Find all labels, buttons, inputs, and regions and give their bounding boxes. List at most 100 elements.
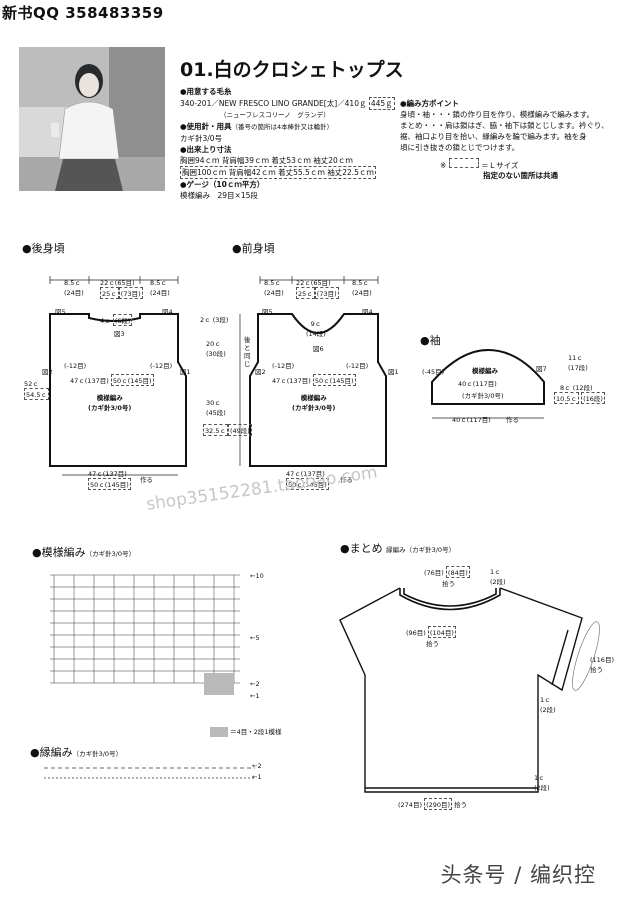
finishing-diagram	[339, 587, 600, 793]
finishing-hem-side-rows: (2段)	[534, 784, 550, 792]
front-side3-rows: (45段)	[206, 409, 226, 417]
finishing-neck-side-rows: (2段)	[490, 578, 506, 586]
stitch-chart-hook: （カギ針3/0号）	[85, 550, 136, 558]
front-pattern: 模様編み (カギ針3/0号)	[292, 392, 335, 412]
back-top-mid-l: 25ｃ	[100, 287, 119, 299]
yarn-weight-l: 445ｇ	[368, 97, 395, 110]
finishing-hem-side: 1ｃ (2段)	[534, 772, 550, 792]
back-top-mid-l-st: (73目)	[118, 287, 143, 299]
edging-row-1: ←1	[252, 773, 262, 781]
gauge-heading: ●ゲージ（10ｃｍ平方）	[180, 180, 265, 189]
finishing-neck-side-cm: 1ｃ	[490, 568, 501, 576]
sleeve-make: 作る	[506, 416, 519, 424]
back-top-right-st: (24目)	[150, 289, 170, 297]
legend-common: 指定のない箇所は共通	[483, 171, 558, 180]
page-title: 01.白のクロシェトップス	[180, 59, 404, 81]
finishing-neck-front-st: (96目)	[406, 629, 426, 637]
model-photo	[19, 47, 165, 191]
sleeve-bottom: 40ｃ(117目)	[452, 416, 491, 424]
edging-title: ●縁編み	[30, 746, 73, 759]
materials-block: ●用意する毛糸 340-201／NEW FRESCO LINO GRANDE[太…	[180, 86, 395, 201]
front-side4: 32.5ｃ(49段)	[203, 424, 252, 436]
legend-l: ※ ＝Ｌサイズ	[440, 158, 518, 171]
finishing-neck-top-st: (76目)	[424, 569, 444, 577]
front-side3: 30ｃ (45段)	[206, 397, 226, 417]
stitch-chart-heading: ●模様編み（カギ針3/0号）	[32, 544, 135, 560]
gauge-value: 模様編み 29目×15段	[180, 191, 258, 200]
front-make: 作る	[340, 476, 353, 484]
front-same-as-back: 後と同じ	[244, 336, 251, 368]
front-bottom-l: 50ｃ(145目)	[286, 478, 329, 490]
finishing-heading: ●まとめ 縁編み（カギ針3/0号）	[340, 540, 455, 556]
back-dec-left: (-12目)	[64, 362, 87, 370]
sleeve-body: 8ｃ (12段)	[560, 382, 593, 392]
back-fig1: 図1	[180, 368, 191, 376]
edging-heading: ●縁編み（カギ針3/0号）	[30, 744, 122, 760]
front-dec-right: (-12目)	[346, 362, 369, 370]
front-neck-rows: (14段)	[306, 330, 326, 338]
sleeve-fig7: 図7	[536, 365, 547, 373]
front-fig6: 図6	[313, 345, 324, 353]
finishing-cuff-side: 1ｃ(2段)	[540, 694, 556, 714]
sleeve-width: 40ｃ(117目)	[458, 380, 497, 388]
header-qq: 新书QQ 358483359	[2, 4, 164, 22]
needle-value: カギ針3/0号	[180, 134, 223, 143]
stitch-legend: ＝4目・2段1模様	[210, 726, 282, 737]
size-heading: ●出来上り寸法	[180, 145, 232, 154]
front-top-mid-l: 25ｃ	[296, 287, 315, 299]
front-side2: 20ｃ(30段)	[206, 338, 226, 358]
finishing-neck-top: (76目) (84目)拾う	[424, 566, 470, 588]
front-top-mid-st: (65目)	[310, 279, 331, 287]
finishing-hem: (274目) (290目) 拾う	[398, 798, 467, 810]
front-hook-label: (カギ針3/0号)	[292, 404, 336, 412]
stitch-row-5: ←5	[250, 634, 260, 642]
footer-credit: 头条号 / 编织控	[440, 863, 596, 887]
front-side2-rows: (30段)	[206, 350, 226, 358]
finishing-hem-l: (290目)	[424, 798, 453, 810]
back-neck-cm: 4ｃ	[100, 317, 111, 325]
finishing-hem-pick: 拾う	[454, 801, 468, 809]
front-top-left-st: (24目)	[264, 289, 284, 297]
back-fig4: 図4	[162, 308, 173, 316]
size-line-2: 胸囲100ｃｍ 背肩幅42ｃｍ 着丈55.5ｃｍ 袖丈22.5ｃｍ	[180, 166, 376, 179]
finishing-hem-side-cm: 1ｃ	[534, 774, 545, 782]
sleeve-cap-cm: 11ｃ	[568, 354, 583, 362]
sleeve-hook: (カギ針3/0号)	[462, 392, 504, 400]
edging-chart	[44, 767, 255, 779]
yarn-reading: （ニューフレスコリーノ グランデ）	[220, 111, 330, 119]
front-top-mid: 22ｃ(65目)25ｃ(73目)	[296, 277, 339, 299]
stitch-row-1: ←1	[250, 692, 260, 700]
back-neck-rows: (6段)	[112, 314, 133, 326]
finishing-neck-top-l: (84目)	[445, 566, 470, 578]
sleeve-pattern: 模様編み	[472, 367, 498, 375]
front-top-mid-l-st: (73目)	[314, 287, 339, 299]
needle-heading: ●使用針・用具	[180, 122, 232, 131]
back-bottom-l: 50ｃ(145目)	[88, 478, 131, 490]
back-fig3: 図3	[114, 330, 125, 338]
front-side3-cm: 30ｃ	[206, 399, 221, 407]
front-top-mid-cm: 22ｃ	[296, 279, 311, 287]
back-bottom-cm: 47ｃ(137目)	[88, 470, 127, 478]
front-top-left: 8.5ｃ(24目)	[264, 277, 284, 297]
back-width: 47ｃ(137目) 50ｃ(145目)	[70, 374, 154, 386]
front-bottom-cm: 47ｃ(137目)	[286, 470, 325, 478]
sleeve-cap: 11ｃ(17段)	[568, 352, 588, 372]
front-fig4: 図4	[362, 308, 373, 316]
knitting-notes: ●編み方ポイント 身頃・袖・・・鎖の作り目を作り、模様編みで編みます。 まとめ・…	[400, 98, 610, 153]
stitch-legend-text: ＝4目・2段1模様	[230, 728, 282, 736]
back-top-left: 8.5ｃ(24目)	[64, 277, 84, 297]
notes-line: 裾、袖口より目を拾い、縁編みを輪で編みます。袖を身	[400, 132, 587, 141]
sleeve-body-l: 10.5ｃ (16段)	[554, 392, 605, 404]
finishing-hem-st: (274目)	[398, 801, 422, 809]
front-heading: ●前身頃	[232, 242, 275, 255]
back-top-mid-st: (65目)	[114, 279, 135, 287]
legend-l-text: ＝Ｌサイズ	[481, 161, 519, 170]
front-side1: 2ｃ (3段)	[200, 314, 228, 324]
front-dec-left: (-12目)	[272, 362, 295, 370]
finishing-cuff-side-rows: (2段)	[540, 706, 556, 714]
front-top-right-st: (24目)	[352, 289, 372, 297]
front-pattern-label: 模様編み	[300, 394, 327, 402]
yarn-spec: 340-201／NEW FRESCO LINO GRANDE[太]／410ｇ	[180, 99, 367, 108]
front-fig5: 図5	[262, 308, 273, 316]
stitch-chart-title: ●模様編み	[32, 546, 86, 559]
